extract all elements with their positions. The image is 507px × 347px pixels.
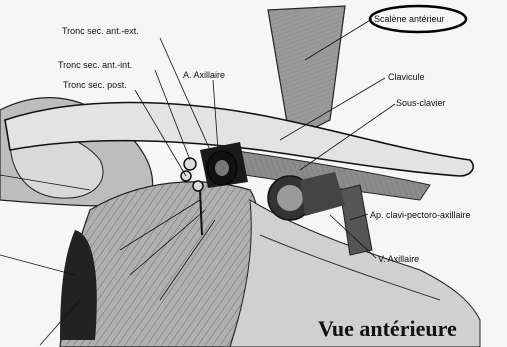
label-clavicule: Clavicule [388, 72, 425, 82]
axillary-vein-lumen [277, 185, 303, 211]
label-tronc-post: Tronc sec. post. [63, 80, 127, 90]
nerve-trunk-post [193, 181, 203, 191]
label-scalene-anterieur: Scalène antérieur [374, 14, 445, 24]
label-ap-clavi-pectoro-axillaire: Ap. clavi-pectoro-axillaire [370, 210, 471, 220]
label-tronc-ant-int: Tronc sec. ant.-int. [58, 60, 132, 70]
axillary-artery-lumen [215, 160, 229, 176]
label-tronc-ant-ext: Tronc sec. ant.-ext. [62, 26, 139, 36]
view-title: Vue antérieure [318, 316, 457, 342]
label-sous-clavier: Sous-clavier [396, 98, 446, 108]
label-a-axillaire: A. Axillaire [183, 70, 225, 80]
label-v-axillaire: V. Axillaire [378, 254, 419, 264]
